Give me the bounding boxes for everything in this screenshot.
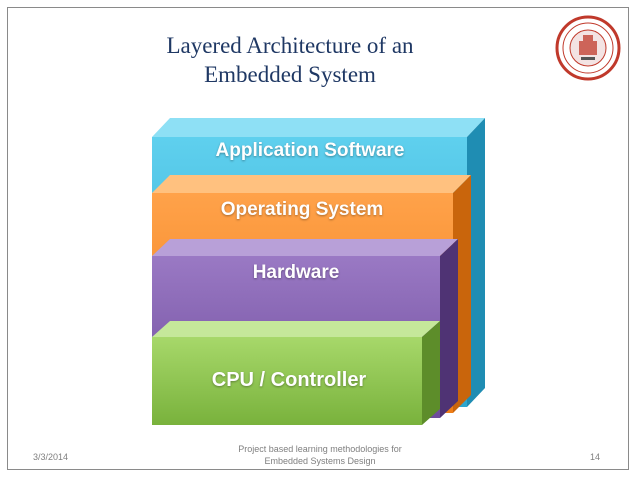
- slide-title-line-1: Layered Architecture of an: [166, 33, 414, 58]
- footer-title-line-2: Embedded Systems Design: [264, 456, 376, 466]
- slide-title: Layered Architecture of an Embedded Syst…: [140, 31, 440, 89]
- layer-label-cpu-controller: CPU / Controller: [211, 369, 367, 391]
- layer-label-hardware: Hardware: [252, 262, 340, 283]
- footer-date: 3/3/2014: [33, 452, 69, 462]
- footer-title-line-1: Project based learning methodologies for: [238, 444, 402, 454]
- slide-title-line-2: Embedded System: [204, 62, 376, 87]
- footer-presentation-title: Project based learning methodologies for…: [200, 443, 440, 467]
- university-seal-icon: [555, 15, 621, 81]
- layer-label-operating-system: Operating System: [220, 199, 384, 220]
- slide-frame: [7, 7, 629, 470]
- layer-label-application-software: Application Software: [215, 140, 405, 161]
- footer-page-number: 14: [590, 452, 601, 462]
- layer-cpu-controller: [152, 321, 440, 425]
